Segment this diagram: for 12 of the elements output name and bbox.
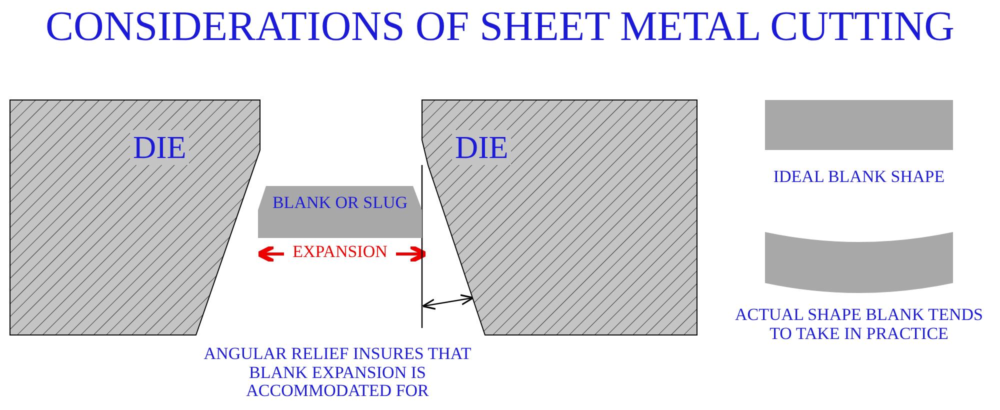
die-label: DIE bbox=[130, 130, 190, 166]
note-text: ANGULAR RELIEF INSURES THAT BLANK EXPANSION IS ACCOMMODATED FOR bbox=[202, 345, 472, 402]
curved-bar-shape bbox=[765, 232, 953, 293]
title: CONSIDERATIONS OF SHEET METAL CUTTING bbox=[44, 4, 956, 50]
blank-label: BLANK OR SLUG bbox=[271, 194, 409, 213]
die-block bbox=[10, 100, 260, 335]
blank-slug bbox=[258, 186, 422, 238]
shape-caption: IDEAL BLANK SHAPE bbox=[772, 168, 946, 187]
rectangle-shape bbox=[765, 100, 953, 150]
die-label: DIE bbox=[452, 130, 512, 166]
die-block bbox=[422, 100, 697, 335]
shape-caption: ACTUAL SHAPE BLANK TENDS TO TAKE IN PRACTICE bbox=[734, 306, 984, 344]
